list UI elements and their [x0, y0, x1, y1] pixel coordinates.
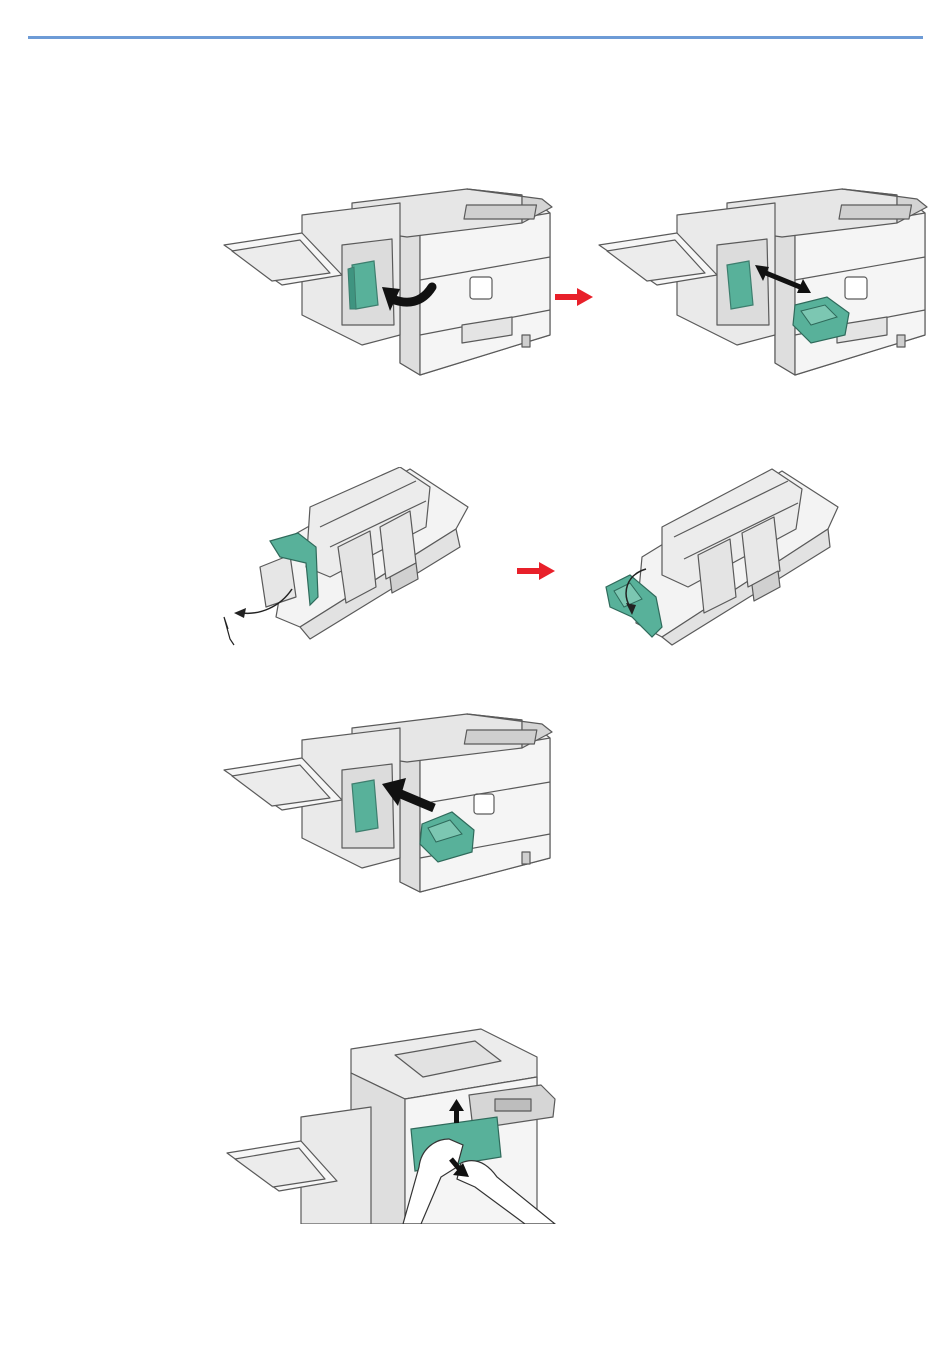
cartridge-icon: [602, 467, 842, 647]
printer-icon: [225, 1027, 565, 1224]
step2-cartridge-release-figure: [220, 467, 472, 650]
step3-insert-cartridge-figure: [222, 712, 554, 895]
step1-open-cover-figure: [222, 185, 554, 378]
red-arrow-icon: [555, 287, 595, 307]
printer-icon: [597, 185, 929, 378]
hand-icon: [224, 617, 234, 645]
red-arrow-icon: [517, 561, 557, 581]
step2-cartridge-open-figure: [602, 467, 842, 647]
printer-icon: [222, 712, 554, 895]
printer-icon: [222, 185, 554, 378]
step4-close-cover-figure: [225, 1027, 565, 1224]
header-rule: [28, 36, 923, 39]
cartridge-icon: [220, 467, 472, 650]
step1-remove-cartridge-figure: [597, 185, 929, 378]
